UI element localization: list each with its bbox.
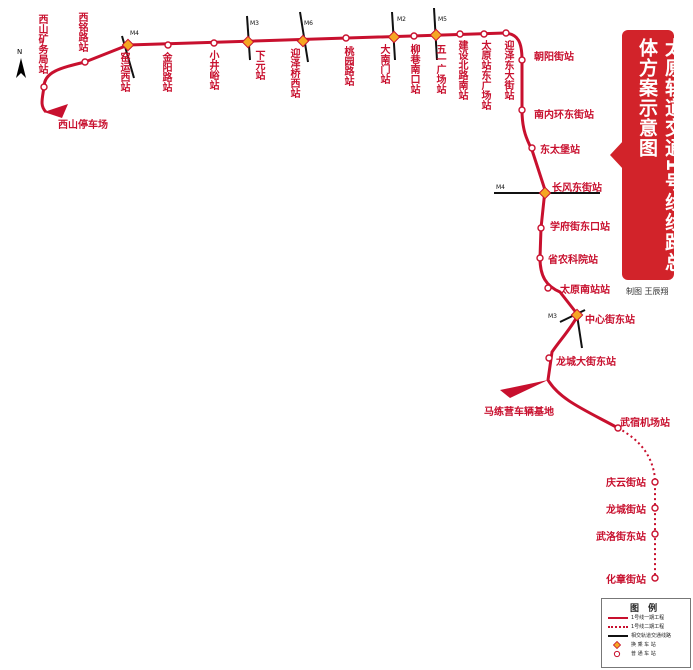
ordinary-station-marker	[40, 83, 48, 91]
metro-line-label: M4	[496, 184, 505, 191]
station-label: 省农科院站	[548, 255, 598, 266]
ordinary-station-marker	[518, 106, 526, 114]
station-label: 小井峪站	[207, 50, 218, 90]
route-line-west-spur	[40, 86, 48, 114]
legend-item-transfer: 换 乘 车 站	[605, 641, 689, 649]
station-label: 西山矿务局站	[36, 14, 47, 74]
line-phase2-icon	[608, 626, 628, 628]
ordinary-station-marker	[614, 424, 622, 432]
station-label: 迎泽东大街站	[502, 40, 513, 100]
station-label: 迎泽桥西站	[288, 48, 299, 98]
legend-label: 普 通 车 站	[631, 651, 656, 657]
ordinary-station-marker	[502, 29, 510, 37]
station-label: 窑运西站	[118, 52, 129, 92]
ordinary-station-marker	[518, 56, 526, 64]
legend-item-phase1: 1号线一期工程	[605, 614, 689, 622]
ordinary-station-marker	[544, 284, 552, 292]
metro-line-label: M6	[304, 20, 313, 27]
transfer-station-marker	[296, 34, 310, 48]
metro-line-label: M3	[548, 313, 557, 320]
transfer-stations	[121, 28, 584, 322]
station-label: 中心街东站	[585, 315, 635, 326]
line-phase1-icon	[608, 617, 628, 619]
legend-item-ordinary: 普 通 车 站	[605, 650, 689, 658]
station-label: 南内环东街站	[534, 110, 594, 121]
legend-label: 换 乘 车 站	[631, 642, 656, 648]
depot-south-marker	[500, 380, 548, 398]
ordinary-station-marker	[210, 39, 218, 47]
transfer-station-marker	[570, 308, 584, 322]
ordinary-station-marker	[651, 574, 659, 582]
ordinary-station-marker	[545, 354, 553, 362]
station-label: 朝阳街站	[534, 52, 574, 63]
ordinary-station-marker	[651, 530, 659, 538]
legend-title: 图 例	[630, 604, 661, 614]
depot-west-marker	[44, 104, 68, 118]
station-label: 龙城街站	[606, 505, 646, 516]
north-arrow-icon	[16, 58, 26, 78]
map-title: 太原轨道交通1号线线路总体方案示意图	[636, 38, 684, 273]
station-label: 下元站	[253, 50, 264, 80]
station-label: 庆云街站	[606, 478, 646, 489]
ordinary-station-marker	[410, 32, 418, 40]
station-label: 大南门站	[378, 44, 389, 84]
depot-label-west: 西山停车场	[58, 120, 108, 131]
legend-item-phase2: 1号线二期工程	[605, 623, 689, 631]
station-label: 桃园路站	[342, 46, 353, 86]
ordinary-station-marker	[651, 478, 659, 486]
ordinary-station-marker	[651, 504, 659, 512]
transfer-station-marker	[387, 30, 401, 44]
title-panel: 太原轨道交通1号线线路总体方案示意图	[622, 30, 684, 280]
station-label: 化章街站	[606, 575, 646, 586]
north-label: N	[17, 48, 23, 56]
station-label: 建设北路南站	[456, 40, 467, 100]
ordinary-station-marker	[456, 30, 464, 38]
station-label: 长风东街站	[552, 183, 602, 194]
ordinary-station-marker	[537, 224, 545, 232]
station-label: 武洛街东站	[596, 532, 646, 543]
ordinary-station-icon	[613, 650, 621, 658]
transfer-station-marker	[429, 28, 443, 42]
station-label: 武宿机场站	[620, 418, 670, 429]
legend-label: 1号线二期工程	[631, 624, 665, 630]
station-label: 金阳路站	[160, 52, 171, 92]
ordinary-station-marker	[342, 34, 350, 42]
transfer-station-marker	[241, 35, 255, 49]
ordinary-stations	[40, 29, 659, 582]
crossing-line-icon	[608, 635, 628, 637]
ordinary-station-marker	[536, 254, 544, 262]
route-line-phase1	[42, 31, 619, 430]
metro-line-label: M2	[397, 16, 406, 23]
station-label: 龙城大街东站	[556, 357, 616, 368]
station-label: 太原站东广场站	[479, 40, 490, 110]
station-label: 西铭路站	[76, 12, 87, 52]
ordinary-station-marker	[164, 41, 172, 49]
depot-label-south: 马练营车辆基地	[484, 407, 554, 418]
legend-label: 相交轨道交通线路	[631, 633, 672, 639]
ordinary-station-marker	[528, 144, 536, 152]
metro-line-label: M5	[438, 16, 447, 23]
station-label: 柳巷南口站	[408, 44, 419, 94]
route-line-phase2	[617, 427, 656, 578]
transfer-station-icon	[613, 641, 621, 649]
legend: 图 例 1号线一期工程 1号线二期工程 相交轨道交通线路 换 乘 车 站 普 通…	[601, 598, 691, 668]
legend-label: 1号线一期工程	[631, 615, 665, 621]
metro-line-label: M3	[250, 20, 259, 27]
transfer-station-marker	[121, 38, 135, 52]
metro-line-label: M4	[130, 30, 139, 37]
station-label: 太原南站站	[560, 285, 610, 296]
ordinary-station-marker	[480, 30, 488, 38]
transfer-station-marker	[538, 186, 552, 200]
station-label: 学府街东口站	[550, 222, 610, 233]
title-pointer	[610, 140, 624, 170]
station-label: 东太堡站	[540, 145, 580, 156]
station-label: 五一广场站	[434, 44, 445, 94]
crossing-lines	[121, 7, 600, 349]
ordinary-station-marker	[81, 58, 89, 66]
map-credit: 制图 王辰翔	[626, 287, 669, 296]
legend-item-crossing: 相交轨道交通线路	[605, 632, 689, 640]
